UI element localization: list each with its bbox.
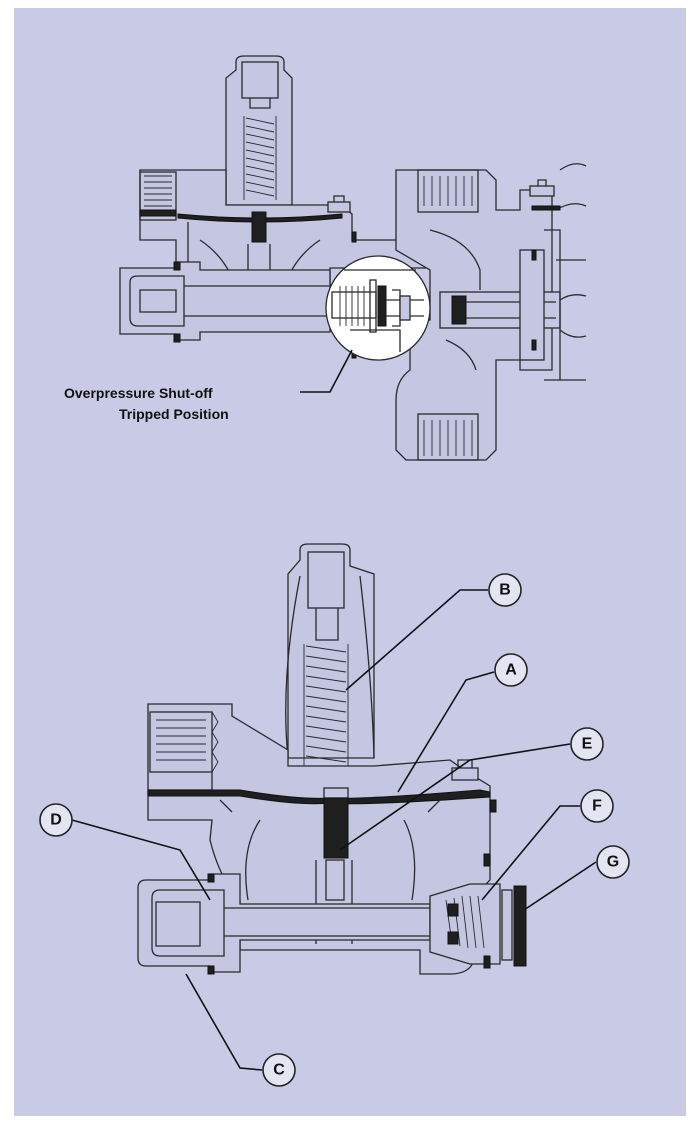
callout-b-label: B <box>499 582 511 599</box>
callout-b: B <box>488 573 522 607</box>
callout-c-label: C <box>273 1062 285 1079</box>
callout-a: A <box>494 653 528 687</box>
callout-a-label: A <box>505 662 517 679</box>
callout-f: F <box>580 789 614 823</box>
callout-g-label: G <box>607 854 619 871</box>
callout-c: C <box>262 1053 296 1087</box>
overpressure-caption-line2: Tripped Position <box>119 406 229 422</box>
top-regulator-cross-section <box>119 55 587 461</box>
callout-e-label: E <box>582 736 593 753</box>
callout-f-label: F <box>592 798 602 815</box>
callout-e: E <box>570 727 604 761</box>
callout-d: D <box>39 803 73 837</box>
bottom-regulator-cross-section <box>137 543 527 975</box>
tripped-shutoff-detail <box>331 269 424 352</box>
callout-d-label: D <box>50 812 62 829</box>
overpressure-caption-line1: Overpressure Shut-off <box>64 385 213 401</box>
callout-g: G <box>596 845 630 879</box>
